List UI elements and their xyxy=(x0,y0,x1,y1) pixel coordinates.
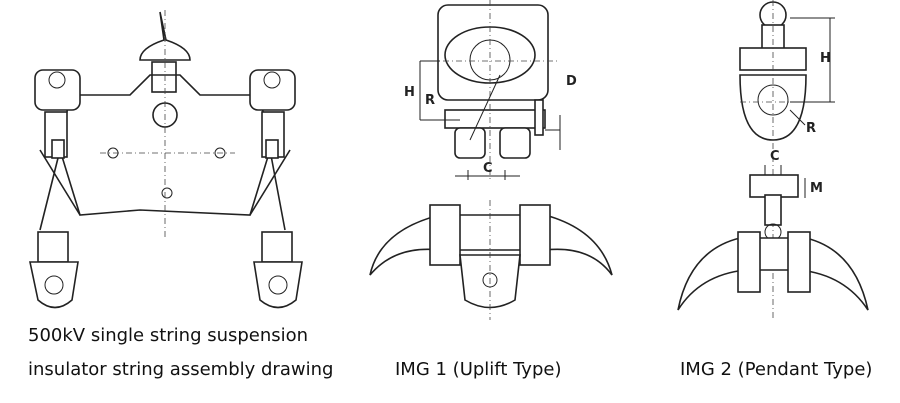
img2-drawing: H R C M xyxy=(677,0,869,320)
img1-drawing: H R D C xyxy=(369,0,613,320)
dim-label-c2: C xyxy=(770,149,780,164)
dim-label-c: C xyxy=(483,161,493,176)
caption-assembly-line1: 500kV single string suspension xyxy=(28,325,309,346)
assembly-drawing xyxy=(29,10,303,309)
dim-label-r: R xyxy=(425,93,435,108)
caption-assembly-line2: insulator string assembly drawing xyxy=(28,359,334,380)
caption-img1: IMG 1 (Uplift Type) xyxy=(395,359,562,380)
caption-img2: IMG 2 (Pendant Type) xyxy=(680,359,873,380)
dim-label-h2: H xyxy=(820,51,831,66)
dim-label-h: H xyxy=(404,85,415,100)
dim-label-r2: R xyxy=(806,121,816,136)
dim-label-d: D xyxy=(566,74,577,89)
dim-label-m: M xyxy=(810,181,823,196)
